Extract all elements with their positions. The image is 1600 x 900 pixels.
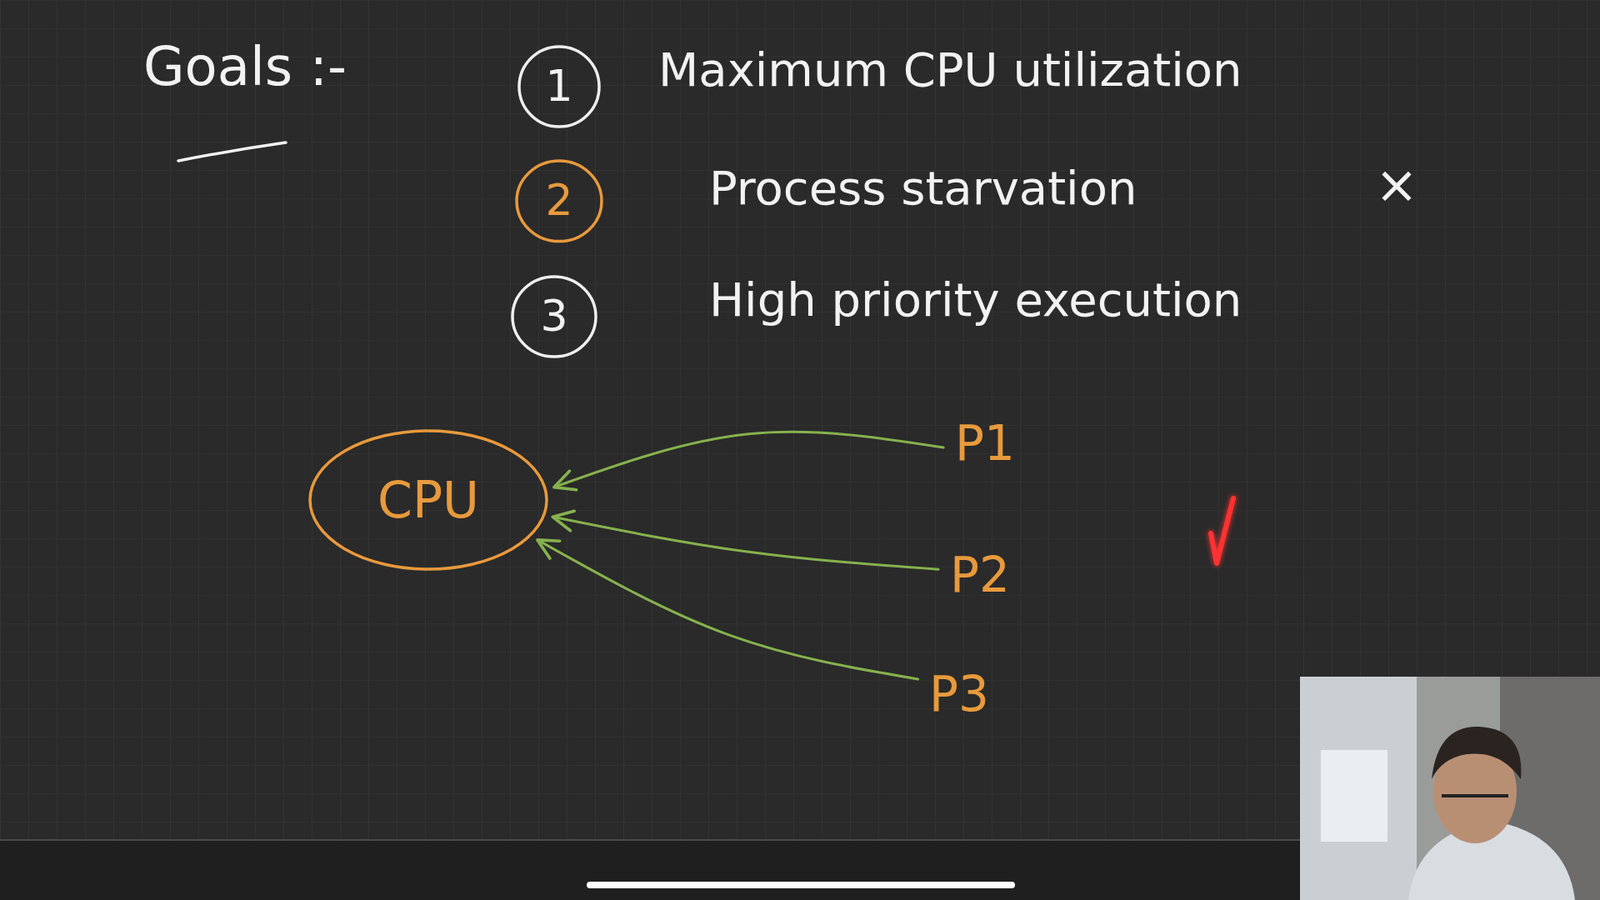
cross-mark: ×	[1375, 155, 1419, 215]
cpu-ellipse-stroke	[310, 430, 547, 570]
cpu-ellipse: CPU	[307, 428, 550, 572]
shape-text: 3	[540, 291, 568, 342]
number-circle: 1	[516, 44, 602, 130]
webcam-glasses	[1441, 794, 1509, 798]
webcam-hair	[1431, 726, 1521, 780]
process-name: P3	[929, 666, 990, 723]
check-mark	[1210, 498, 1234, 564]
shape-text: 2	[545, 175, 573, 226]
home-indicator	[586, 881, 1015, 889]
goal-text: Maximum CPU utilization	[658, 43, 1243, 97]
process-label: P3	[924, 665, 995, 725]
number-circle-stroke	[516, 160, 602, 242]
arrow-connector	[552, 516, 939, 570]
arrow-connector	[554, 431, 944, 487]
shape-text: 1	[545, 61, 573, 112]
webcam-overlay	[1300, 676, 1600, 900]
process-name: P2	[950, 547, 1010, 604]
process-label: P2	[945, 545, 1015, 605]
title: Goals :-	[143, 36, 347, 99]
arrow-connector	[537, 540, 919, 680]
title-underline	[178, 142, 286, 161]
number-circle-stroke	[519, 46, 600, 127]
process-name: P1	[955, 415, 1015, 472]
number-circle: 3	[510, 274, 599, 360]
number-circle-stroke	[512, 276, 596, 357]
webcam-whiteboard	[1320, 750, 1388, 842]
process-label: P1	[950, 414, 1020, 474]
webcam-frame	[1300, 676, 1600, 900]
shape-text: CPU	[377, 471, 480, 530]
goal-text: High priority execution	[709, 273, 1242, 327]
number-circle: 2	[514, 158, 605, 245]
goal-text: Process starvation	[709, 161, 1137, 215]
webcam-window	[1300, 676, 1417, 900]
